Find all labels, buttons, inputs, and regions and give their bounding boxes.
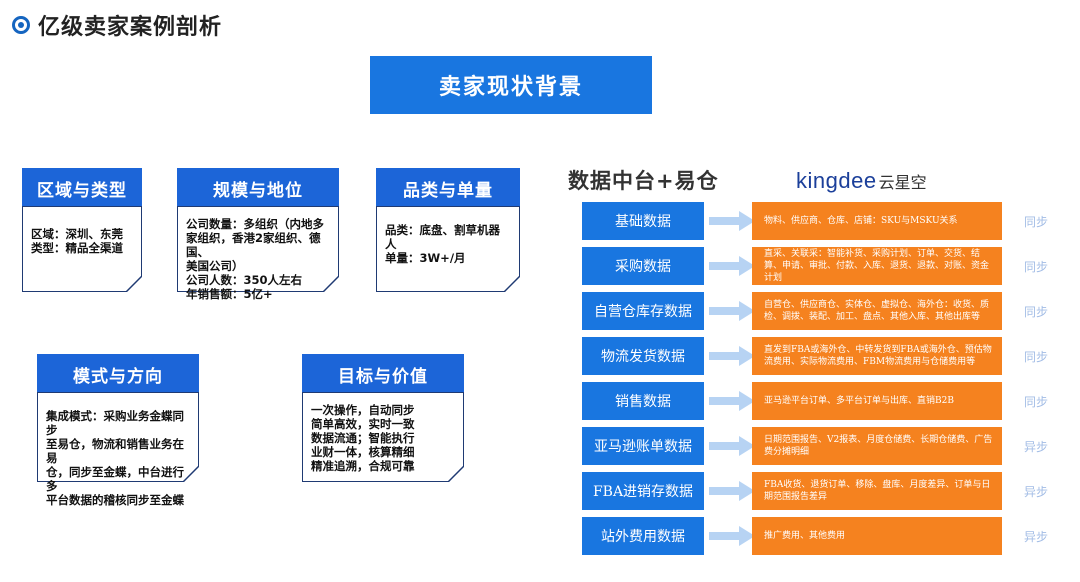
card-line: 品类：底盘、割草机器 xyxy=(385,223,500,237)
data-row-sales: 销售数据 亚马逊平台订单、多平台订单与出库、直销B2B 同步 xyxy=(582,382,1062,420)
arrow-right-icon xyxy=(709,436,755,456)
card-line: 平台数据的稽核同步至金蝶 xyxy=(46,493,184,507)
data-row-label: 销售数据 xyxy=(582,382,704,420)
card-line: 人 xyxy=(385,237,397,251)
data-row-amazon-billing: 亚马逊账单数据 日期范围报告、V2报表、月度仓储费、长期仓储费、广告费分摊明细 … xyxy=(582,427,1062,465)
sync-status: 同步 xyxy=(1024,214,1049,229)
sync-status: 同步 xyxy=(1024,349,1049,364)
page-fold-icon xyxy=(323,276,339,292)
data-row-label: 亚马逊账单数据 xyxy=(582,427,704,465)
card-line: 一次操作，自动同步 xyxy=(311,403,415,417)
card-line: 数据流通；智能执行 xyxy=(311,431,415,445)
card-line: 区域：深圳、东莞 xyxy=(31,227,123,241)
arrow-right-icon xyxy=(709,526,755,546)
kingdee-logo-word: kingdee xyxy=(796,168,877,193)
arrow-right-icon xyxy=(709,481,755,501)
data-row-description: 亚马逊平台订单、多平台订单与出库、直销B2B xyxy=(752,382,1002,420)
data-row-label: 站外费用数据 xyxy=(582,517,704,555)
card-line: 单量：3W+/月 xyxy=(385,251,466,265)
card-line: 美国公司） xyxy=(186,259,244,273)
data-row-offsite-cost: 站外费用数据 推广费用、其他费用 异步 xyxy=(582,517,1062,555)
data-row-label: 基础数据 xyxy=(582,202,704,240)
arrow-right-icon xyxy=(709,391,755,411)
arrow-right-icon xyxy=(709,211,755,231)
section-banner: 卖家现状背景 xyxy=(370,56,652,114)
page-fold-icon xyxy=(126,276,142,292)
card-scale-position: 规模与地位 公司数量：多组织（内地多 家组织，香港2家组织、德国、 美国公司） … xyxy=(177,168,341,301)
sync-status: 异步 xyxy=(1024,484,1049,499)
data-row-description: FBA收货、退货订单、移除、盘库、月度差异、订单与日期范围报告差异 xyxy=(752,472,1002,510)
card-line: 年销售额：5亿+ xyxy=(186,287,273,301)
card-line: 集成模式：采购业务金蝶同步 xyxy=(46,409,184,437)
card-category-volume: 品类与单量 品类：底盘、割草机器 人 单量：3W+/月 xyxy=(376,168,522,294)
data-row-description: 直采、关联采：智能补货、采购计划、订单、交货、结算、申请、审批、付款、入库、退货… xyxy=(752,247,1002,285)
data-row-logistics: 物流发货数据 直发到FBA或海外仓、中转发货到FBA或海外仓、预估物流费用、实际… xyxy=(582,337,1062,375)
card-goal-value: 目标与价值 一次操作，自动同步 简单高效，实时一致 数据流通；智能执行 业财一体… xyxy=(302,354,466,484)
card-line: 简单高效，实时一致 xyxy=(311,417,415,431)
data-row-purchase: 采购数据 直采、关联采：智能补货、采购计划、订单、交货、结算、申请、审批、付款、… xyxy=(582,247,1062,285)
data-row-description: 日期范围报告、V2报表、月度仓储费、长期仓储费、广告费分摊明细 xyxy=(752,427,1002,465)
target-icon xyxy=(12,16,30,34)
page-fold-icon xyxy=(448,466,464,482)
data-row-label: 采购数据 xyxy=(582,247,704,285)
sync-status: 同步 xyxy=(1024,304,1049,319)
card-line: 类型：精品全渠道 xyxy=(31,241,123,255)
data-row-description: 物料、供应商、仓库、店铺：SKU与MSKU关系 xyxy=(752,202,1002,240)
sync-status: 异步 xyxy=(1024,529,1049,544)
data-row-label: 自营仓库存数据 xyxy=(582,292,704,330)
arrow-right-icon xyxy=(709,346,755,366)
data-row-label: FBA进销存数据 xyxy=(582,472,704,510)
card-body: 品类：底盘、割草机器 人 单量：3W+/月 xyxy=(376,206,520,292)
card-body: 一次操作，自动同步 简单高效，实时一致 数据流通；智能执行 业财一体，核算精细 … xyxy=(302,392,464,482)
sync-status: 同步 xyxy=(1024,394,1049,409)
data-row-description: 推广费用、其他费用 xyxy=(752,517,1002,555)
card-title: 区域与类型 xyxy=(22,168,142,208)
data-row-label: 物流发货数据 xyxy=(582,337,704,375)
page-fold-icon xyxy=(183,466,199,482)
card-line: 业财一体，核算精细 xyxy=(311,445,415,459)
card-title: 品类与单量 xyxy=(376,168,520,208)
arrow-right-icon xyxy=(709,301,755,321)
data-row-description: 自营仓、供应商仓、实体仓、虚拟仓、海外仓：收货、质检、调拨、装配、加工、盘点、其… xyxy=(752,292,1002,330)
page-fold-icon xyxy=(504,276,520,292)
card-line: 至易仓，物流和销售业务在易 xyxy=(46,437,184,465)
card-line: 公司人数：350人左右 xyxy=(186,273,303,287)
sync-status: 同步 xyxy=(1024,259,1049,274)
page-title: 亿级卖家案例剖析 xyxy=(38,15,223,40)
data-row-basic: 基础数据 物料、供应商、仓库、店铺：SKU与MSKU关系 同步 xyxy=(582,202,1062,240)
card-line: 公司数量：多组织（内地多 xyxy=(186,217,324,231)
sync-status: 异步 xyxy=(1024,439,1049,454)
kingdee-logo: kingdee 云星空 xyxy=(796,168,927,194)
card-title: 模式与方向 xyxy=(37,354,199,394)
card-title: 目标与价值 xyxy=(302,354,464,394)
card-line: 家组织，香港2家组织、德国、 xyxy=(186,231,321,259)
card-mode-direction: 模式与方向 集成模式：采购业务金蝶同步 至易仓，物流和销售业务在易 仓，同步至金… xyxy=(37,354,201,507)
data-row-warehouse: 自营仓库存数据 自营仓、供应商仓、实体仓、虚拟仓、海外仓：收货、质检、调拨、装配… xyxy=(582,292,1062,330)
card-body: 区域：深圳、东莞 类型：精品全渠道 xyxy=(22,206,142,292)
card-line: 仓，同步至金蝶，中台进行多 xyxy=(46,465,184,493)
card-body: 公司数量：多组织（内地多 家组织，香港2家组织、德国、 美国公司） 公司人数：3… xyxy=(177,206,339,301)
data-stack-title: 数据中台+易仓 xyxy=(568,169,719,193)
card-title: 规模与地位 xyxy=(177,168,339,208)
card-body: 集成模式：采购业务金蝶同步 至易仓，物流和销售业务在易 仓，同步至金蝶，中台进行… xyxy=(37,392,199,507)
arrow-right-icon xyxy=(709,256,755,276)
page-title-bar: 亿级卖家案例剖析 xyxy=(12,8,222,42)
data-row-fba-inventory: FBA进销存数据 FBA收货、退货订单、移除、盘库、月度差异、订单与日期范围报告… xyxy=(582,472,1062,510)
data-row-description: 直发到FBA或海外仓、中转发货到FBA或海外仓、预估物流费用、实际物流费用、FB… xyxy=(752,337,1002,375)
card-line: 精准追溯，合规可靠 xyxy=(311,459,415,473)
card-region-type: 区域与类型 区域：深圳、东莞 类型：精品全渠道 xyxy=(22,168,146,294)
kingdee-logo-sub: 云星空 xyxy=(878,173,927,192)
